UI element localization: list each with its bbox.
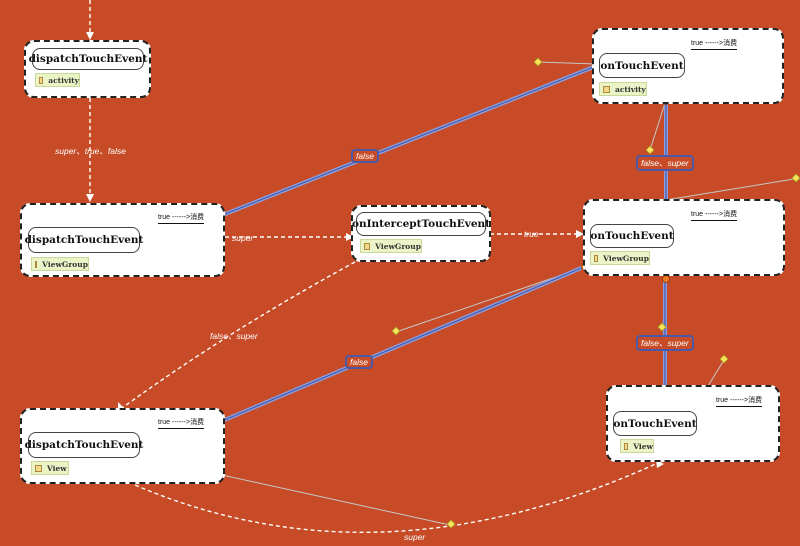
class-tag-label: ViewGroup [42,259,88,269]
method-label: onTouchEvent [613,411,697,436]
method-label: dispatchTouchEvent [25,227,143,253]
viewgroup-ontouch-node: true ------>消费 onTouchEvent ViewGroup [583,199,785,276]
class-tag-label: activity [615,84,646,94]
consume-note: true ------>消费 [691,38,738,50]
edge-label: true [524,229,539,239]
return-label: false、super [636,335,694,351]
edge-label: false、super [210,331,258,341]
connector-intercept-to-view [121,261,356,409]
class-tag: ViewGroup [31,257,89,271]
consume-note: true ------>消费 [716,395,763,407]
port-dot [662,275,670,283]
return-label: false [351,149,379,163]
class-icon [364,242,371,250]
connector-view-to-ontouch [134,461,661,534]
class-tag: View [620,439,654,453]
class-tag: activity [599,82,647,96]
class-tag-label: View [47,463,67,473]
diamond-handle [657,322,667,332]
activity-dispatch-node: dispatchTouchEvent activity [24,40,151,98]
consume-note: true ------>消费 [158,417,205,429]
class-icon [603,85,610,93]
method-label: onTouchEvent [599,53,685,78]
method-label: dispatchTouchEvent [29,48,147,70]
class-tag-label: View [633,441,653,451]
viewgroup-dispatch-node: true ------>消费 dispatchTouchEvent ViewGr… [20,203,225,277]
consume-note: true ------>消费 [691,209,738,221]
view-ontouch-node: true ------>消费 onTouchEvent View [606,385,780,462]
edge-label: super、true、false [55,146,126,156]
method-label: onTouchEvent [590,224,674,248]
viewgroup-intercept-node: onInterceptTouchEvent ViewGroup [351,205,491,262]
class-tag: ViewGroup [360,239,422,253]
class-icon [35,464,42,472]
edge-label: super [404,532,426,542]
class-tag: activity [35,73,80,87]
return-label: false、super [636,155,694,171]
method-label: dispatchTouchEvent [25,432,143,458]
class-tag-label: ViewGroup [375,241,421,251]
class-tag: View [31,461,69,475]
class-tag-label: ViewGroup [603,253,649,263]
class-icon [39,76,44,84]
class-tag: ViewGroup [590,251,650,265]
diamond-handle [391,326,401,336]
edge-label: super [232,233,254,243]
class-icon [594,254,599,262]
class-icon [624,442,629,450]
return-label: false [345,355,373,369]
view-dispatch-node: true ------>消费 dispatchTouchEvent View [20,408,225,484]
diamond-handle [791,173,800,183]
class-icon [35,260,38,268]
class-tag-label: activity [48,75,79,85]
method-label: onInterceptTouchEvent [352,212,490,236]
diamond-handle [719,354,729,364]
diamond-handle [446,519,456,529]
diamond-handle [645,145,655,155]
diamond-handle [533,57,543,67]
activity-ontouch-node: true ------>消费 onTouchEvent activity [592,28,784,104]
consume-note: true ------>消费 [158,212,205,224]
